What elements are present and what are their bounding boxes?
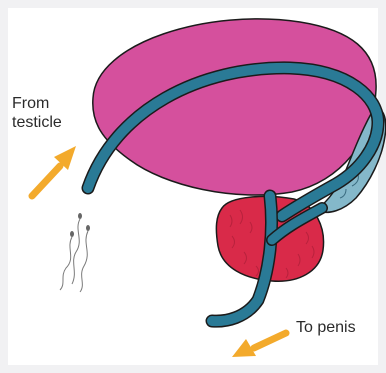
- arrow-up-right-icon: [32, 146, 76, 196]
- sperm-icon: [60, 213, 90, 292]
- label-to-penis: To penis: [296, 318, 356, 337]
- arrow-down-left-icon: [232, 333, 286, 357]
- bladder: [93, 19, 376, 195]
- label-from-testicle: From testicle: [12, 94, 62, 132]
